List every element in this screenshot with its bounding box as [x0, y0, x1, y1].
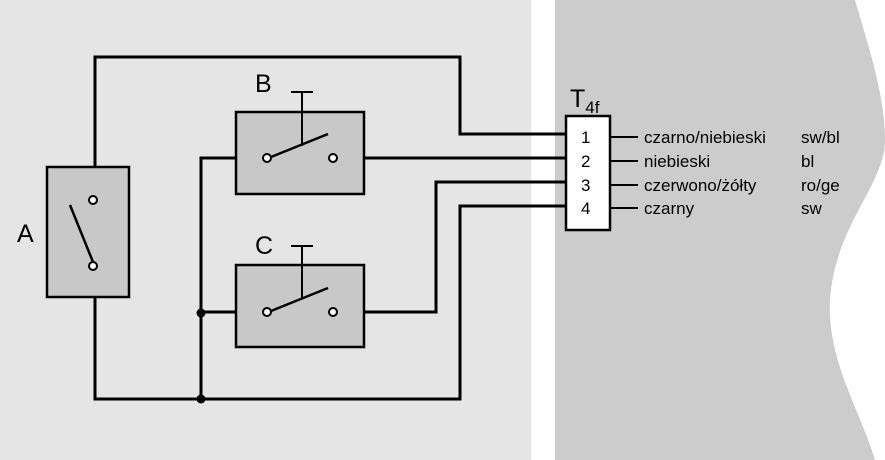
- pin-number: 1: [581, 128, 590, 147]
- wire-pin3: [333, 180, 542, 314]
- pin-color-code: ro/ge: [801, 176, 840, 195]
- pin-color-name: czarno/niebieski: [644, 128, 766, 147]
- switch-c-label: C: [255, 232, 273, 260]
- pin-color-code: sw: [801, 199, 823, 218]
- pin-color-name: niebieski: [644, 152, 710, 171]
- switch-a-label: A: [17, 220, 34, 248]
- pin-leaders: [610, 136, 638, 209]
- pin-color-name: czerwono/żółty: [644, 176, 757, 195]
- pin-color-code: bl: [801, 152, 814, 171]
- connector-title: T4f: [570, 85, 600, 117]
- pin-color-code: sw/bl: [801, 128, 840, 147]
- wire-pin4: [93, 204, 542, 401]
- pin-color-name: czarny: [644, 199, 695, 218]
- junction-dot-c: [196, 308, 206, 318]
- switch-b-label: B: [255, 70, 272, 98]
- pin-number: 2: [581, 152, 590, 171]
- pin-number: 3: [581, 176, 590, 195]
- wire-pin1: [93, 55, 542, 167]
- pin-number: 4: [581, 199, 590, 218]
- connector-t4f: [542, 114, 612, 232]
- switch-b: [234, 91, 366, 196]
- connector-name-sub: 4f: [585, 98, 599, 117]
- junction-dot-bottom: [196, 394, 206, 404]
- right-panel: [555, 0, 885, 460]
- switch-a: [45, 165, 131, 299]
- connector-name-main: T: [570, 85, 585, 113]
- switch-c: [234, 245, 366, 349]
